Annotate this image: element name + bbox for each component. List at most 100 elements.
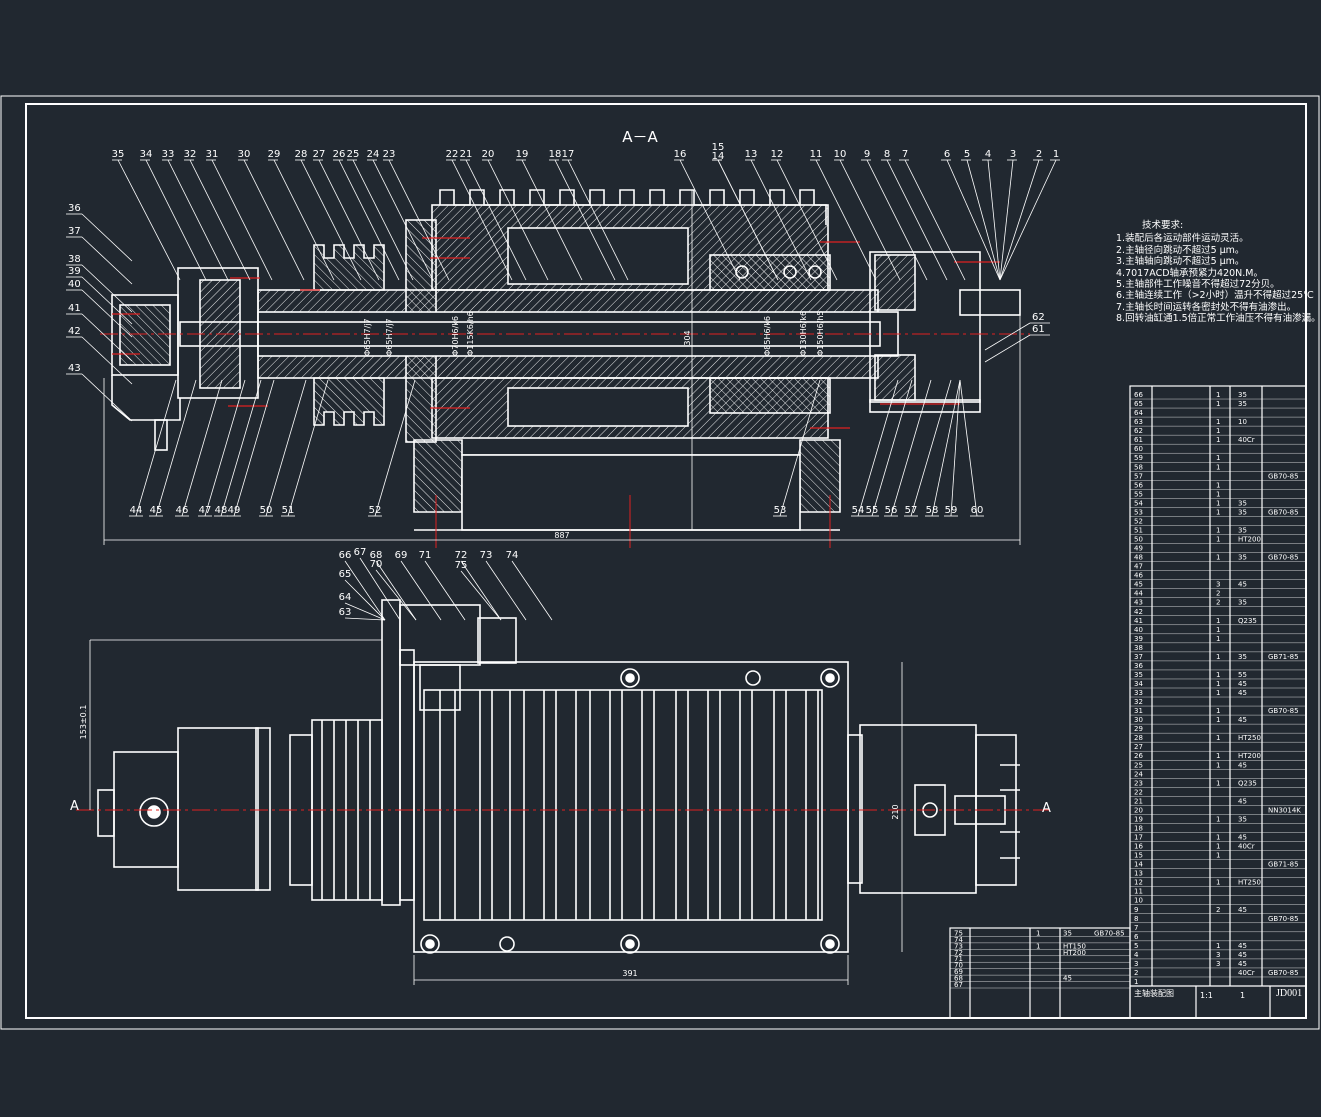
parts-list-row: 24: [1130, 770, 1306, 779]
part-number: 5: [1134, 942, 1138, 950]
callout-label: 68: [370, 550, 383, 561]
part-number: 33: [1134, 689, 1143, 697]
leader-line: [750, 159, 812, 281]
leader-line: [167, 159, 229, 281]
requirement-item: 8.回转油缸通1.5倍正常工作油压不得有油渗漏。: [1116, 313, 1321, 325]
part-number: 21: [1134, 797, 1143, 805]
leader-line: [344, 617, 386, 621]
part-number: 70: [954, 962, 963, 970]
plan-nose: [859, 724, 977, 894]
nose-cap-hatch-low: [874, 354, 916, 401]
part-material: 45: [1238, 942, 1247, 950]
part-material: HT200: [1238, 536, 1261, 544]
leader-line: [374, 379, 416, 517]
leader-line: [959, 379, 978, 517]
callout-label: 25: [347, 149, 360, 160]
leader-line: [567, 159, 629, 281]
part-qty: 1: [1216, 852, 1220, 860]
callout-label: 66: [339, 550, 352, 561]
part-qty: 1: [1216, 490, 1220, 498]
callout-label: 12: [771, 149, 784, 160]
part-number: 75: [954, 929, 963, 937]
gear-wheel: [381, 599, 401, 906]
leader-line: [460, 560, 502, 621]
part-material: 45: [1238, 906, 1247, 914]
part-standard: GB70-85: [1268, 508, 1299, 516]
leader-line: [776, 159, 838, 281]
nose-cap-hatch: [874, 254, 916, 311]
part-qty: 1: [1216, 843, 1220, 851]
leader-line: [400, 560, 442, 621]
part-number: 2: [1134, 969, 1138, 977]
parts-list-row: 32: [1130, 698, 1306, 707]
part-number: 74: [954, 936, 963, 944]
requirement-item: 3.主轴轴向跳动不超过5 μm。: [1116, 256, 1245, 268]
callout-label: 34: [140, 149, 153, 160]
part-number: 32: [1134, 698, 1143, 706]
leader-line: [910, 379, 952, 517]
leader-line: [81, 276, 133, 325]
part-material: 45: [1238, 960, 1247, 968]
leader-line: [946, 159, 1001, 281]
parts-list-row: 67: [950, 981, 1130, 989]
callout-label: 74: [506, 550, 519, 561]
leader-line: [344, 602, 386, 621]
leader-line: [815, 159, 877, 281]
callout-label: 21: [460, 149, 473, 160]
part-material: 40Cr: [1238, 436, 1255, 444]
parts-list-row: 10: [1130, 897, 1306, 905]
callout-label: 5: [964, 149, 970, 160]
parts-list-row: 64: [1130, 409, 1306, 418]
parts-list-row: 1: [1130, 978, 1306, 987]
part-number: 67: [954, 981, 963, 989]
technical-requirements: 技术要求: 1.装配后各运动部件运动灵活。 2.主轴径向跳动不超过5 μm。 3…: [1116, 220, 1321, 325]
part-qty: 1: [1216, 761, 1220, 769]
parts-list-row: 11: [1130, 888, 1306, 896]
part-qty: 1: [1216, 680, 1220, 688]
leader-line: [987, 159, 1001, 281]
rear-bracket: [111, 375, 181, 421]
requirement-item: 1.装配后各运动部件运动灵活。: [1116, 233, 1249, 245]
part-number: 51: [1134, 526, 1143, 534]
part-number: 26: [1134, 752, 1143, 760]
callout-label: 36: [68, 203, 81, 214]
part-material: 45: [1238, 834, 1247, 842]
part-number: 47: [1134, 563, 1143, 571]
part-number: 30: [1134, 716, 1143, 724]
leader-line: [424, 560, 466, 621]
part-number: 24: [1134, 770, 1143, 778]
part-material: 45: [1238, 581, 1247, 589]
bearing-housing-front-low: [709, 377, 831, 414]
part-number: 68: [954, 975, 963, 983]
callout-label: 47: [199, 505, 212, 516]
part-standard: GB70-85: [1268, 554, 1299, 562]
leader-line: [155, 379, 197, 517]
part-number: 4: [1134, 951, 1139, 959]
part-material: 35: [1238, 815, 1247, 823]
section-marker-left: A: [70, 799, 79, 814]
callout-label: 42: [68, 326, 81, 337]
leader-line: [999, 159, 1014, 281]
callout-label: 9: [864, 149, 870, 160]
part-material: HT200: [1063, 949, 1086, 957]
fit-label: Φ130H6/k6: [799, 311, 808, 356]
part-number: 63: [1134, 418, 1143, 426]
part-qty: 1: [1216, 454, 1220, 462]
part-qty: 1: [1216, 463, 1220, 471]
